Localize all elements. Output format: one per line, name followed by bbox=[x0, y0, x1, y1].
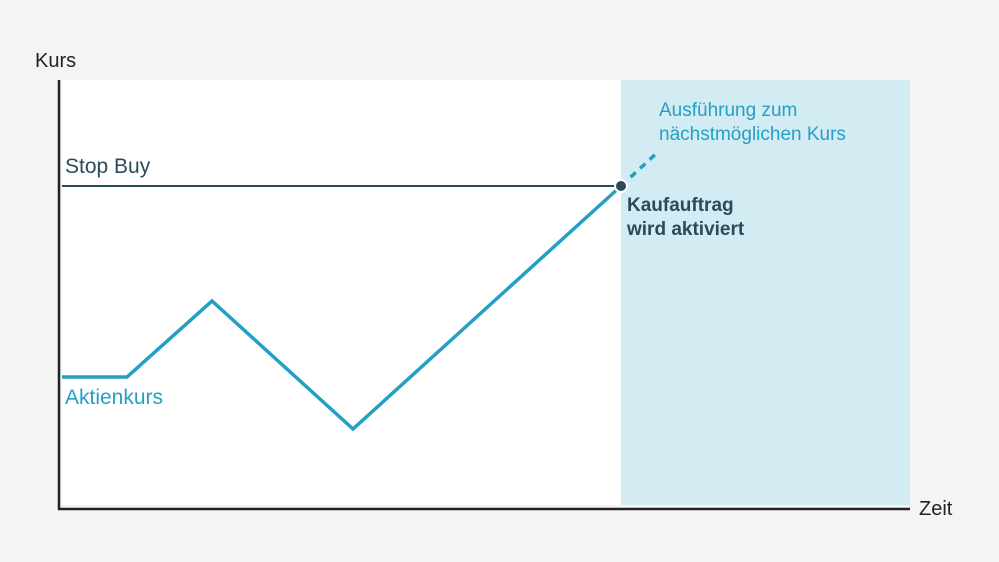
x-axis-label: Zeit bbox=[919, 498, 953, 520]
execution-annotation-line2: nächstmöglichen Kurs bbox=[659, 124, 846, 145]
stop-buy-label: Stop Buy bbox=[65, 155, 151, 178]
execution-annotation-line1: Ausführung zum bbox=[659, 100, 798, 121]
execution-annotation: Ausführung zum nächstmöglichen Kurs bbox=[659, 99, 846, 147]
trigger-annotation: Kaufauftrag wird aktiviert bbox=[627, 194, 744, 242]
price-line bbox=[62, 184, 623, 432]
execution-dashed-line bbox=[619, 149, 661, 188]
trigger-annotation-line2: wird aktiviert bbox=[627, 219, 745, 240]
price-series-label: Aktienkurs bbox=[65, 386, 164, 409]
y-axis-label: Kurs bbox=[35, 50, 77, 72]
trigger-point-marker bbox=[614, 179, 628, 193]
trigger-annotation-line1: Kaufauftrag bbox=[627, 195, 734, 216]
execution-region bbox=[621, 80, 910, 505]
